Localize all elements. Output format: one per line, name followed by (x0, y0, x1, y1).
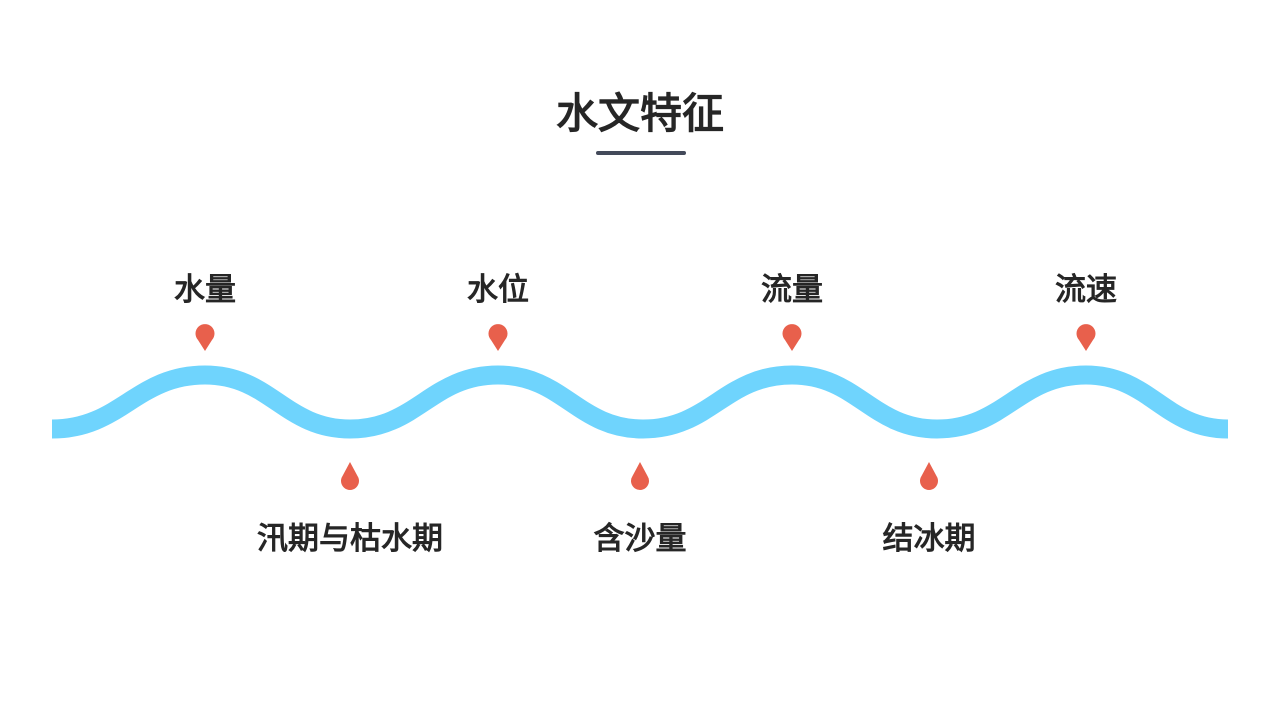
title-underline (596, 151, 686, 155)
river-wave (51, 365, 1229, 439)
lower-label-sediment: 含沙量 (593, 521, 687, 557)
water-drop-icon (631, 462, 649, 490)
upper-label-flow: 流量 (761, 272, 823, 308)
lower-label-freeze-period: 结冰期 (882, 521, 976, 557)
water-drop-icon (341, 462, 360, 490)
lower-label-flood-dry-season: 汛期与枯水期 (257, 521, 443, 557)
map-pin-icon (782, 324, 802, 351)
map-pin-icon (195, 324, 215, 351)
upper-label-flow-speed: 流速 (1055, 272, 1117, 308)
upper-label-water-level: 水位 (467, 272, 529, 308)
map-pin-icon (1076, 324, 1096, 351)
upper-label-water-volume: 水量 (174, 272, 236, 308)
map-pin-icon (488, 324, 508, 351)
page-title: 水文特征 (555, 89, 724, 138)
water-drop-icon (920, 462, 939, 490)
